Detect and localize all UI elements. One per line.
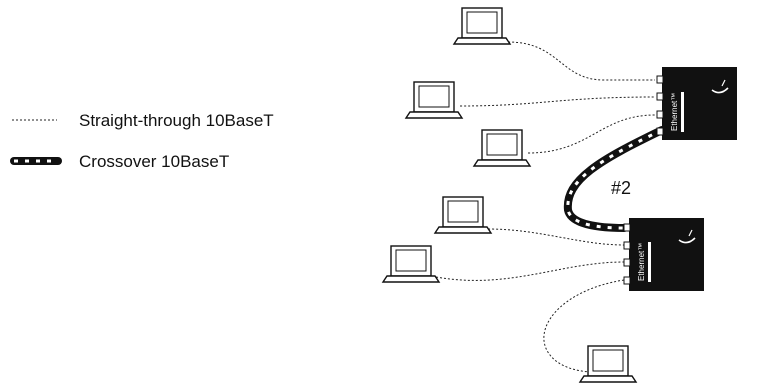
hub-1-port-3 [656,110,664,119]
hub-1-logo-icon [711,87,729,94]
hub-1-port-1 [656,75,664,84]
hub-2-port-4 [623,276,631,285]
crossover-link-label: #2 [611,178,631,198]
crossover-cable [563,126,666,232]
hub-1: Ethernet™ [656,67,737,140]
hub-1-port-4 [656,127,664,136]
hub-2-stripe [648,242,651,282]
hub-2-port-2 [623,241,631,250]
cable-laptop-3 [527,114,656,154]
hub-2-port-3 [623,258,631,267]
hub-1-body [662,67,737,140]
cable-laptop-1 [507,41,655,81]
legend: Straight-through 10BaseT Crossover 10Bas… [10,111,274,171]
cable-laptop-4 [487,228,625,246]
laptop-5-icon [382,245,440,283]
laptop-3-icon [473,129,531,167]
laptop-2-icon [405,81,463,119]
hub-2: Ethernet™ [623,218,704,291]
legend-crossover-label: Crossover 10BaseT [79,152,229,171]
hub-1-label: Ethernet™ [670,93,679,131]
laptop-1-icon [453,7,511,45]
cable-laptop-5 [435,261,625,281]
hub-2-label: Ethernet™ [637,243,646,281]
cable-laptop-2 [459,96,656,107]
hub-1-port-2 [656,92,664,101]
hub-2-port-1 [623,223,631,232]
hub-2-logo-icon [678,237,696,244]
legend-straight-label: Straight-through 10BaseT [79,111,274,130]
straight-cables [435,41,656,373]
laptop-4-icon [434,196,492,234]
hub-1-stripe [681,92,684,132]
laptop-6-icon [579,345,637,383]
